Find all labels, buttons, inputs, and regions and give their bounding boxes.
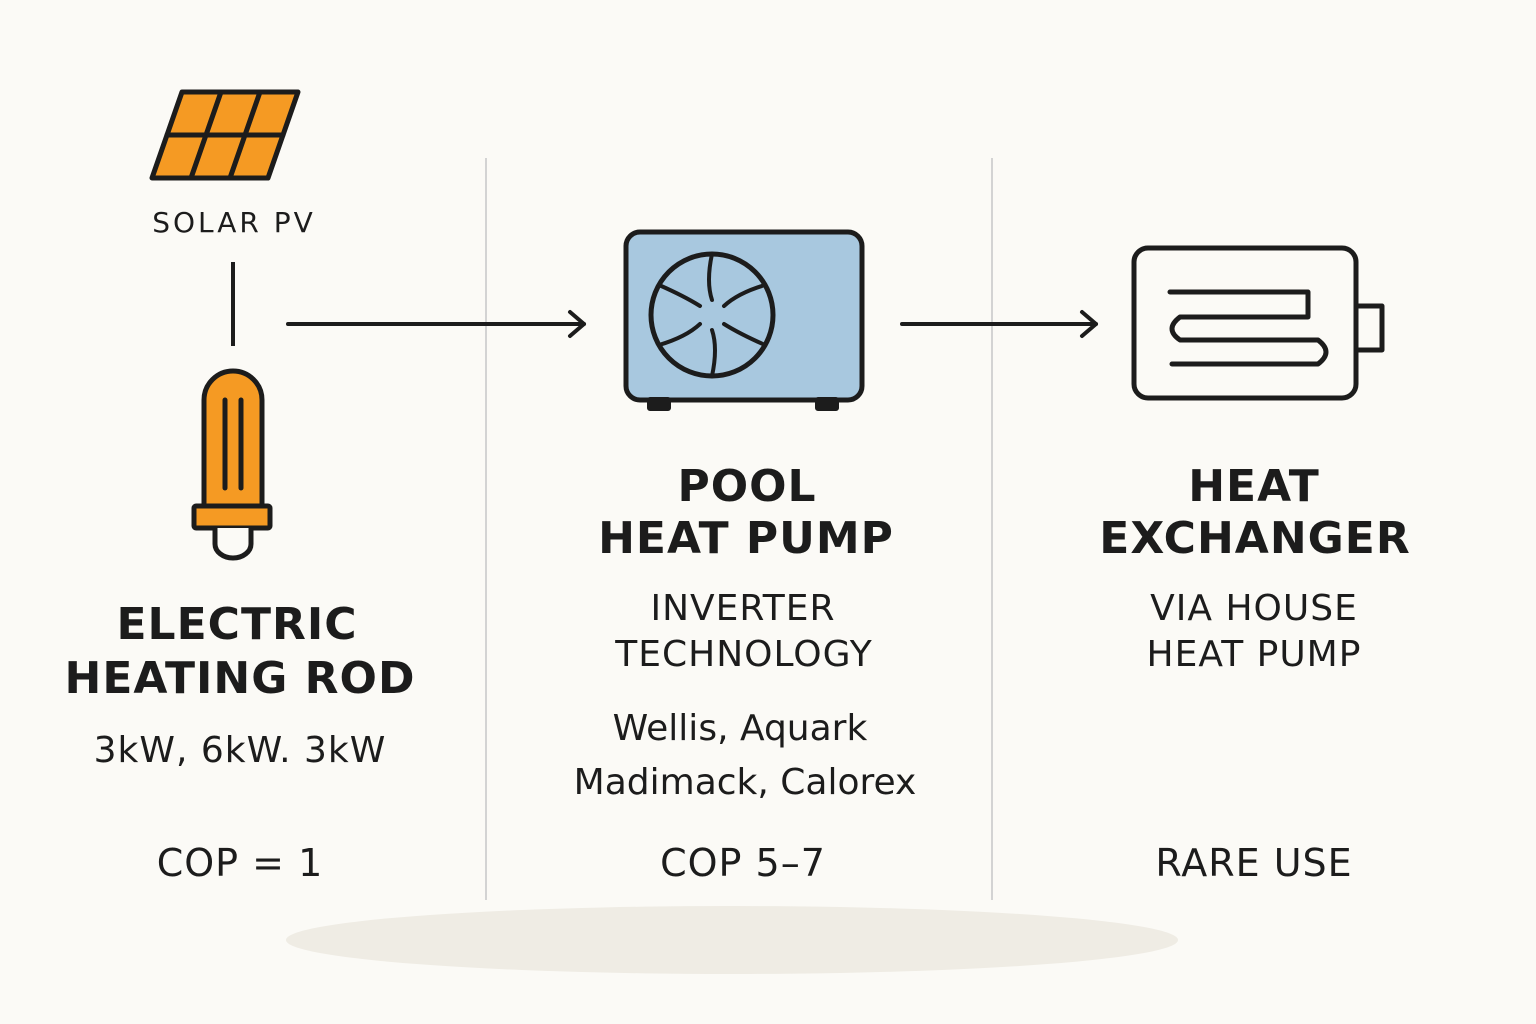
solar-label: SOLAR PV: [152, 206, 316, 239]
heating-rod-icon: [191, 368, 273, 561]
heating-rod-cop: COP = 1: [156, 841, 324, 885]
heat-exchanger-sub-line2: HEAT PUMP: [1146, 634, 1362, 675]
heating-rod-title-line1: ELECTRIC: [116, 599, 358, 650]
arrow-to-heat-exchanger: [900, 310, 1098, 338]
heating-rod-title-line2: HEATING ROD: [64, 653, 416, 704]
arrow-to-heat-pump: [286, 310, 586, 338]
heat-exchanger-icon: [1131, 245, 1385, 401]
heat-pump-fan-icon: [623, 229, 865, 411]
solar-panel-icon: [149, 89, 301, 181]
heat-exchanger-title-line1: HEAT: [1188, 461, 1320, 512]
heat-pump-brands-line2: Madimack, Calorex: [573, 762, 917, 803]
heat-pump-title-line2: HEAT PUMP: [598, 513, 894, 564]
ground-shadow: [286, 906, 1178, 974]
heat-pump-cop: COP 5–7: [660, 841, 826, 885]
heat-pump-sub-line2: TECHNOLOGY: [615, 634, 873, 675]
heat-exchanger-title-line2: EXCHANGER: [1099, 513, 1411, 564]
heat-exchanger-note: RARE USE: [1155, 841, 1353, 885]
heat-pump-sub-line1: INVERTER: [650, 588, 836, 629]
heat-pump-title-line1: POOL: [677, 461, 817, 512]
heating-rod-specs: 3kW, 6kW. 3kW: [93, 730, 387, 771]
heat-exchanger-sub-line1: VIA HOUSE: [1150, 588, 1358, 629]
heat-pump-brands-line1: Wellis, Aquark: [612, 708, 868, 749]
